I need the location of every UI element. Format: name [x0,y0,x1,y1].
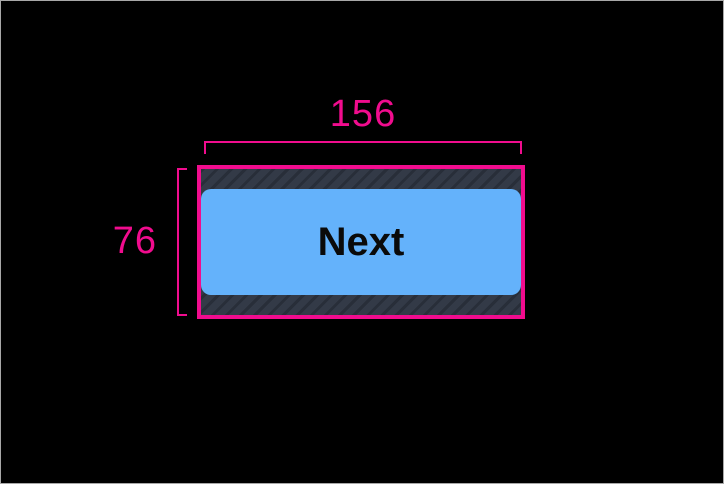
selected-widget-outline: Next [197,165,525,319]
width-dimension-bracket [204,141,522,154]
next-button-label: Next [317,219,405,264]
height-dimension-bracket [177,168,187,316]
width-dimension-label: 156 [329,93,397,135]
next-button[interactable]: Next [201,189,521,295]
height-dimension-label: 76 [112,220,157,262]
